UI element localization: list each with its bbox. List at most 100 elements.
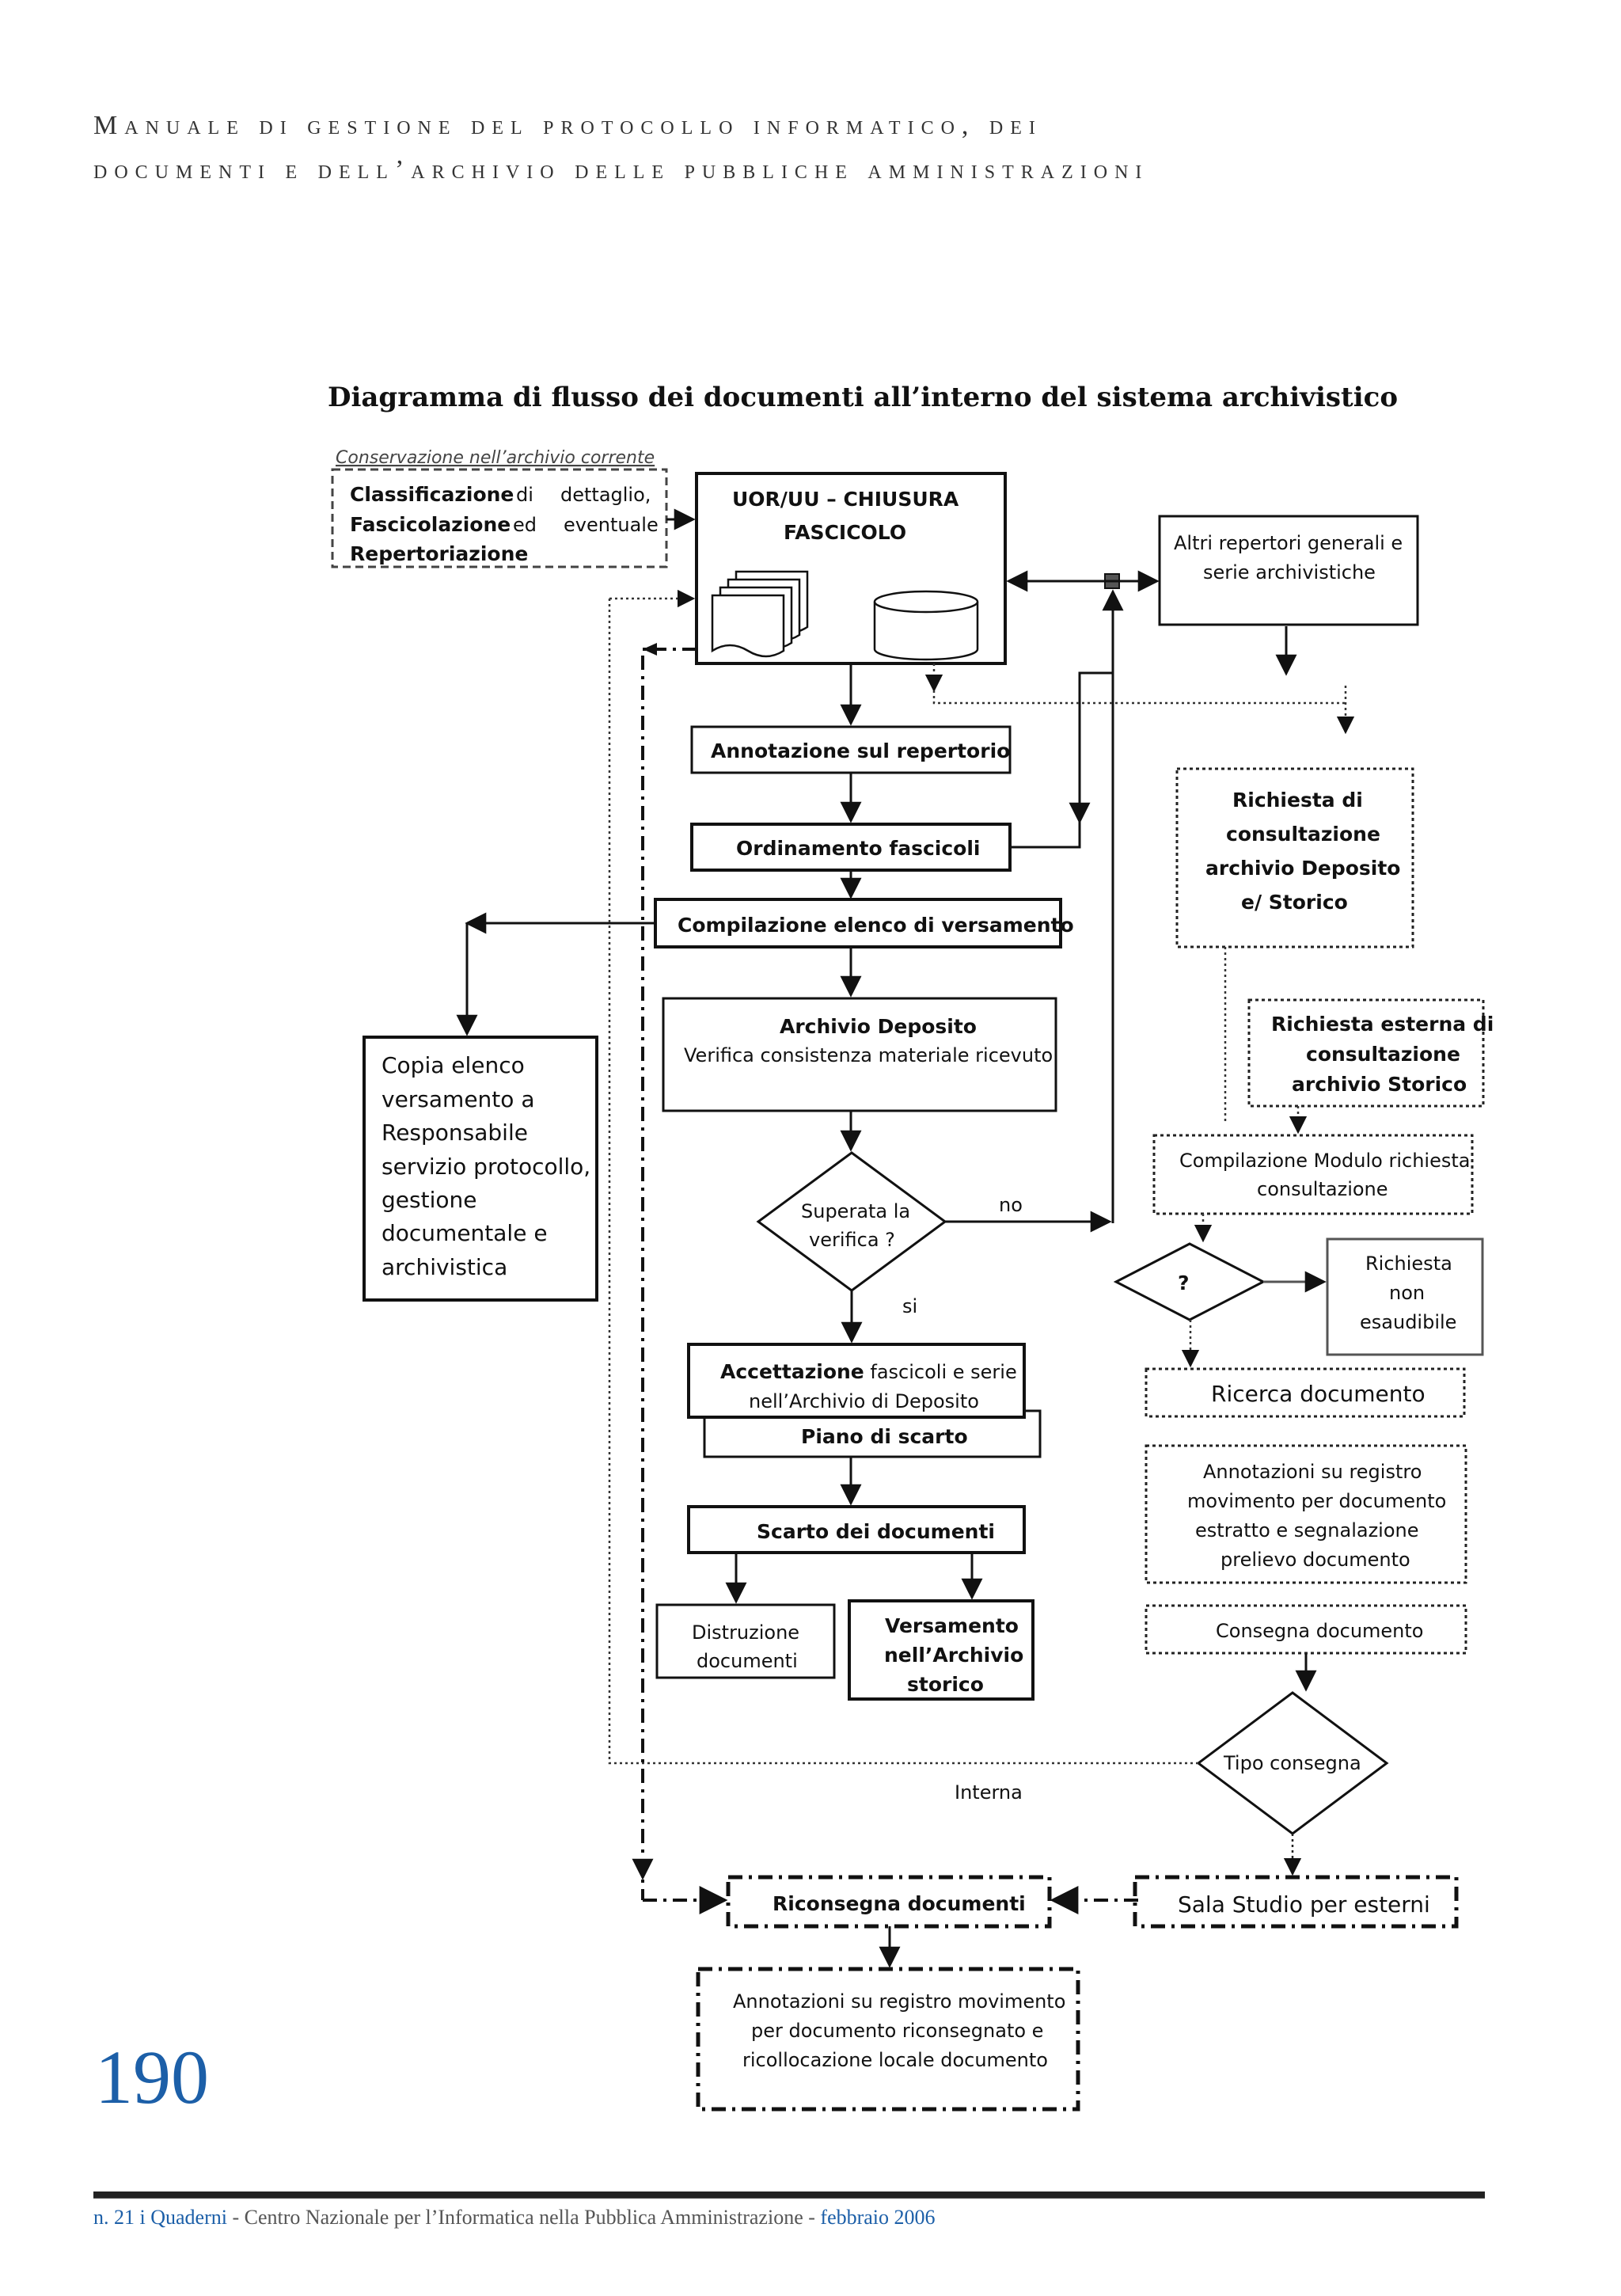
node-versamento-storico: Versamento nell’Archivio storico: [848, 1599, 1034, 1701]
text-versam-3: storico: [907, 1673, 984, 1696]
text-verif-1: Superata la: [801, 1200, 910, 1222]
label-no: no: [999, 1194, 1023, 1216]
text-ordin: Ordinamento fascicoli: [736, 837, 981, 860]
text-accett-bold: Accettazione: [720, 1360, 864, 1383]
text-compil: Compilazione elenco di versamento: [678, 914, 1074, 937]
node-question-diamond: ?: [1113, 1242, 1266, 1321]
text-copia-5: gestione: [382, 1187, 476, 1213]
edge-dotted-right: [932, 690, 1346, 705]
arrow-head-uor-left: [643, 643, 657, 656]
text-versam-2: nell’Archivio: [884, 1644, 1023, 1667]
node-ordinamento-fascicoli: Ordinamento fascicoli: [690, 823, 1012, 872]
node-consegna-documento: Consegna documento: [1145, 1604, 1467, 1655]
text-cons-2a: Fascicolazione: [350, 513, 511, 536]
node-richiesta-non-esaudibile: Richiesta non esaudibile: [1326, 1237, 1484, 1356]
text-distr-2: documenti: [697, 1650, 798, 1672]
node-tipo-consegna: Tipo consegna: [1196, 1691, 1389, 1835]
dotted-connectors: [608, 589, 1355, 1765]
text-dep-1: Archivio Deposito: [780, 1015, 977, 1038]
text-cons-2c: eventuale: [564, 514, 659, 536]
text-annot: Annotazione sul repertorio: [711, 739, 1010, 762]
label-conservazione: Conservazione nell’archivio corrente: [336, 448, 655, 468]
node-annotazione-repertorio: Annotazione sul repertorio: [690, 725, 1012, 774]
node-archivio-deposito: Archivio Deposito Verifica consistenza m…: [662, 997, 1057, 1112]
text-verif-2: verifica ?: [809, 1229, 895, 1251]
text-annreg-2: movimento per documento: [1187, 1490, 1446, 1512]
node-compilazione-elenco: Compilazione elenco di versamento: [654, 898, 1074, 948]
node-copia-elenco: Copia elenco versamento a Responsabile s…: [363, 1036, 598, 1302]
text-altri-1: Altri repertori generali e: [1174, 532, 1403, 554]
text-ricerca: Ricerca documento: [1211, 1381, 1425, 1407]
running-header-line2: documenti e dell’archivio delle pubblich…: [93, 155, 1149, 184]
text-riconsegna: Riconsegna documenti: [773, 1892, 1026, 1915]
node-verifica-diamond: Superata la verifica ?: [756, 1151, 947, 1292]
documents-icon: [711, 570, 809, 658]
node-richiesta-consultazione: Richiesta di consultazione archivio Depo…: [1175, 767, 1414, 948]
text-nonesa-2: non: [1389, 1282, 1425, 1304]
text-q: ?: [1178, 1272, 1190, 1294]
text-uor-2: FASCICOLO: [784, 521, 906, 544]
node-distruzione: Distruzione documenti: [655, 1603, 836, 1679]
edge-dashdot-left: [641, 648, 697, 1900]
node-uor-chiusura: UOR/UU – CHIUSURA FASCICOLO: [695, 472, 1007, 665]
text-annreg-1: Annotazioni su registro: [1203, 1461, 1422, 1483]
text-uor-1: UOR/UU – CHIUSURA: [732, 488, 959, 511]
text-annric-2: per documento riconsegnato e: [751, 2020, 1043, 2042]
running-header-line1: Manuale di gestione del protocollo infor…: [93, 111, 1042, 140]
text-copia-6: documentale e: [382, 1220, 548, 1246]
footer-rule-thin: [93, 2198, 1485, 2199]
text-ext-1: Richiesta esterna di: [1271, 1013, 1494, 1036]
text-cons-1c: dettaglio,: [560, 484, 651, 506]
text-copia-7: archivistica: [382, 1254, 507, 1280]
text-versam-1: Versamento: [885, 1614, 1019, 1637]
text-dep-2: Verifica consistenza materiale ricevuto: [684, 1044, 1053, 1066]
text-accett-1: Accettazione fascicoli e serie: [720, 1360, 1017, 1383]
text-nonesa-3: esaudibile: [1360, 1311, 1456, 1333]
text-cons-1b: di: [516, 484, 533, 506]
text-annric-3: ricollocazione locale documento: [742, 2049, 1048, 2071]
text-annric-1: Annotazioni su registro movimento: [733, 1990, 1065, 2013]
footer-sep2: -: [803, 2206, 821, 2229]
node-richiesta-esterna: Richiesta esterna di consultazione archi…: [1247, 998, 1494, 1108]
page-number: 190: [95, 2035, 209, 2119]
node-conservazione: Conservazione nell’archivio corrente Cla…: [331, 448, 668, 568]
text-copia-3: Responsabile: [382, 1119, 528, 1146]
text-copia-4: servizio protocollo,: [382, 1154, 590, 1180]
edge-ordin-right: [1010, 671, 1113, 849]
text-copia-1: Copia elenco: [382, 1052, 525, 1078]
text-consegna: Consegna documento: [1216, 1620, 1423, 1642]
text-accett-2: nell’Archivio di Deposito: [749, 1390, 979, 1412]
text-cons-3: Repertoriazione: [350, 542, 528, 565]
node-sala-studio: Sala Studio per esterni: [1133, 1875, 1459, 1929]
node-riconsegna-documenti: Riconsegna documenti: [726, 1875, 1052, 1929]
text-tipo: Tipo consegna: [1223, 1752, 1361, 1774]
text-modulo-1: Compilazione Modulo richiesta: [1179, 1150, 1470, 1172]
text-piano: Piano di scarto: [801, 1425, 968, 1448]
node-altri-repertori: Altri repertori generali e serie archivi…: [1158, 515, 1419, 626]
node-scarto-documenti: Scarto dei documenti: [687, 1505, 1026, 1554]
footer-center: Centro Nazionale per l’Informatica nella…: [244, 2206, 803, 2229]
connectors: [456, 508, 1327, 1968]
database-icon: [873, 590, 979, 661]
edge-interna-left: [608, 599, 1198, 1765]
node-annotazioni-registro: Annotazioni su registro movimento per do…: [1145, 1444, 1467, 1584]
text-cons-1a: Classificazione: [350, 483, 514, 506]
text-distr-1: Distruzione: [692, 1621, 799, 1644]
label-interna: Interna: [955, 1781, 1023, 1804]
node-compilazione-modulo: Compilazione Modulo richiesta consultazi…: [1152, 1134, 1474, 1215]
node-ricerca-documento: Ricerca documento: [1145, 1367, 1466, 1418]
label-si: si: [902, 1295, 917, 1317]
text-rich-3: archivio Deposito: [1205, 857, 1400, 880]
footer-issue: n. 21 i Quaderni: [93, 2206, 227, 2229]
text-annreg-4: prelievo documento: [1220, 1549, 1410, 1571]
footer-rule: [93, 2191, 1485, 2198]
node-annotazioni-riconsegna: Annotazioni su registro movimento per do…: [696, 1967, 1080, 2112]
text-scarto: Scarto dei documenti: [757, 1520, 995, 1543]
text-cons-2b: ed: [513, 514, 537, 536]
text-rich-1: Richiesta di: [1232, 789, 1363, 812]
text-modulo-2: consultazione: [1257, 1178, 1388, 1200]
footer-date: febbraio 2006: [820, 2206, 936, 2229]
text-rich-2: consultazione: [1226, 823, 1380, 846]
text-accett-rest: fascicoli e serie: [864, 1361, 1017, 1383]
